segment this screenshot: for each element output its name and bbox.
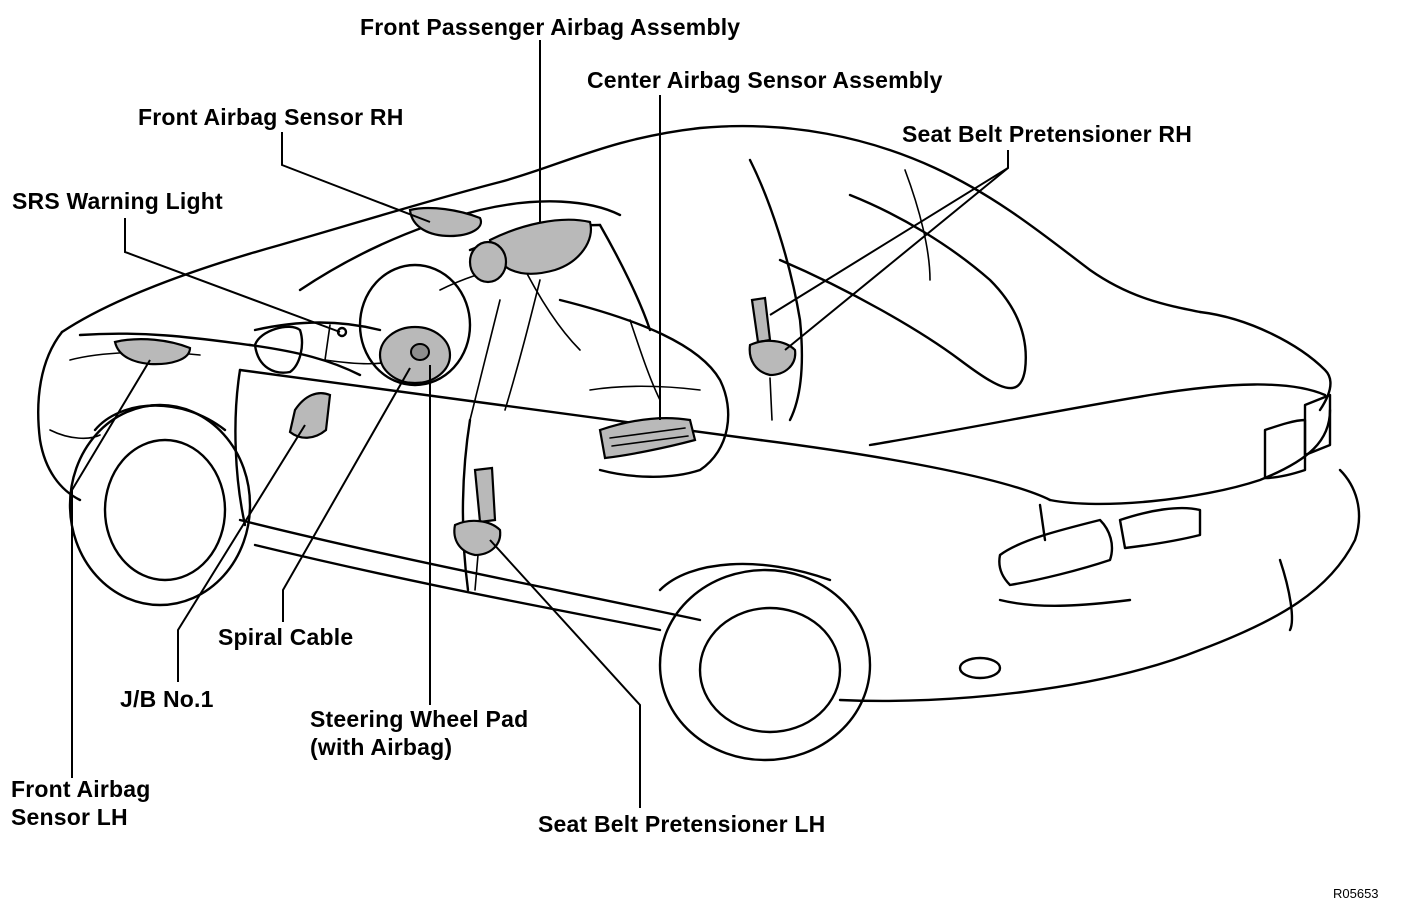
jb-no1-part <box>288 392 332 439</box>
leader-lines <box>71 40 1009 808</box>
label-steering-wheel-pad-line2: (with Airbag) <box>310 734 453 760</box>
label-front-airbag-sensor-lh-line1: Front Airbag <box>11 776 151 802</box>
front-passenger-airbag-part <box>468 218 593 284</box>
center-airbag-sensor-part <box>598 416 697 460</box>
car-body <box>37 124 1361 762</box>
front-airbag-sensor-rh-part <box>408 206 483 238</box>
label-spiral-cable: Spiral Cable <box>218 624 354 650</box>
seat-belt-pretensioner-lh-part <box>453 466 502 591</box>
steering-wheel <box>358 263 472 387</box>
label-front-passenger-airbag: Front Passenger Airbag Assembly <box>360 14 741 40</box>
label-srs-warning-light: SRS Warning Light <box>12 188 223 214</box>
seat-belt-pretensioner-rh-part <box>748 296 797 421</box>
label-front-airbag-sensor-lh: Front Airbag Sensor LH <box>11 775 151 831</box>
label-seat-belt-pretensioner-rh: Seat Belt Pretensioner RH <box>902 121 1193 147</box>
label-steering-wheel-pad-line1: Steering Wheel Pad <box>310 706 529 732</box>
label-jb-no1: J/B No.1 <box>120 686 214 712</box>
label-steering-wheel-pad: Steering Wheel Pad (with Airbag) <box>310 705 528 761</box>
label-front-airbag-sensor-rh: Front Airbag Sensor RH <box>138 104 404 130</box>
label-center-airbag-sensor: Center Airbag Sensor Assembly <box>587 67 943 93</box>
front-airbag-sensor-lh-part <box>113 338 192 366</box>
figure-code: R05653 <box>1333 886 1379 901</box>
label-seat-belt-pretensioner-lh: Seat Belt Pretensioner LH <box>538 811 826 837</box>
label-front-airbag-sensor-lh-line2: Sensor LH <box>11 804 128 830</box>
